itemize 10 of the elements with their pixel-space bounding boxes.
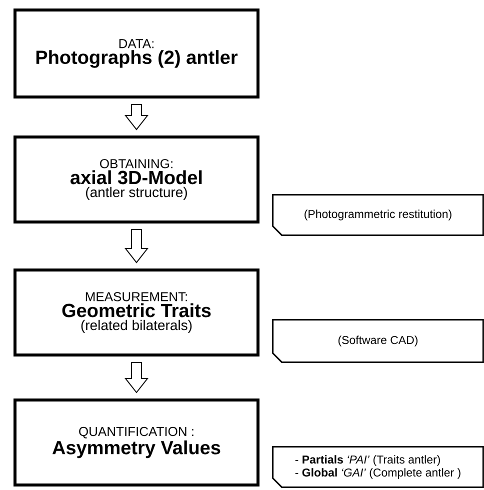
hollow-arrow bbox=[124, 362, 149, 394]
note-box: - Partials ‘PAI’ (Traits antler) - Global ‘GAI’ (Complete antler ) bbox=[272, 446, 484, 488]
process-box: OBTAINING: axial 3D-Model (antler structure) bbox=[14, 136, 260, 224]
note-box: (Photogrammetric restitution) bbox=[272, 194, 484, 236]
process-box: QUANTIFICATION : Asymmetry Values bbox=[14, 398, 260, 486]
process-box: MEASUREMENT: Geometric Traits (related bilaterals) bbox=[14, 268, 260, 356]
process-box: DATA: Photographs (2) antler bbox=[14, 8, 260, 98]
hollow-arrow bbox=[124, 229, 149, 264]
hollow-arrow bbox=[124, 104, 149, 130]
note-box: (Software CAD) bbox=[272, 319, 484, 363]
